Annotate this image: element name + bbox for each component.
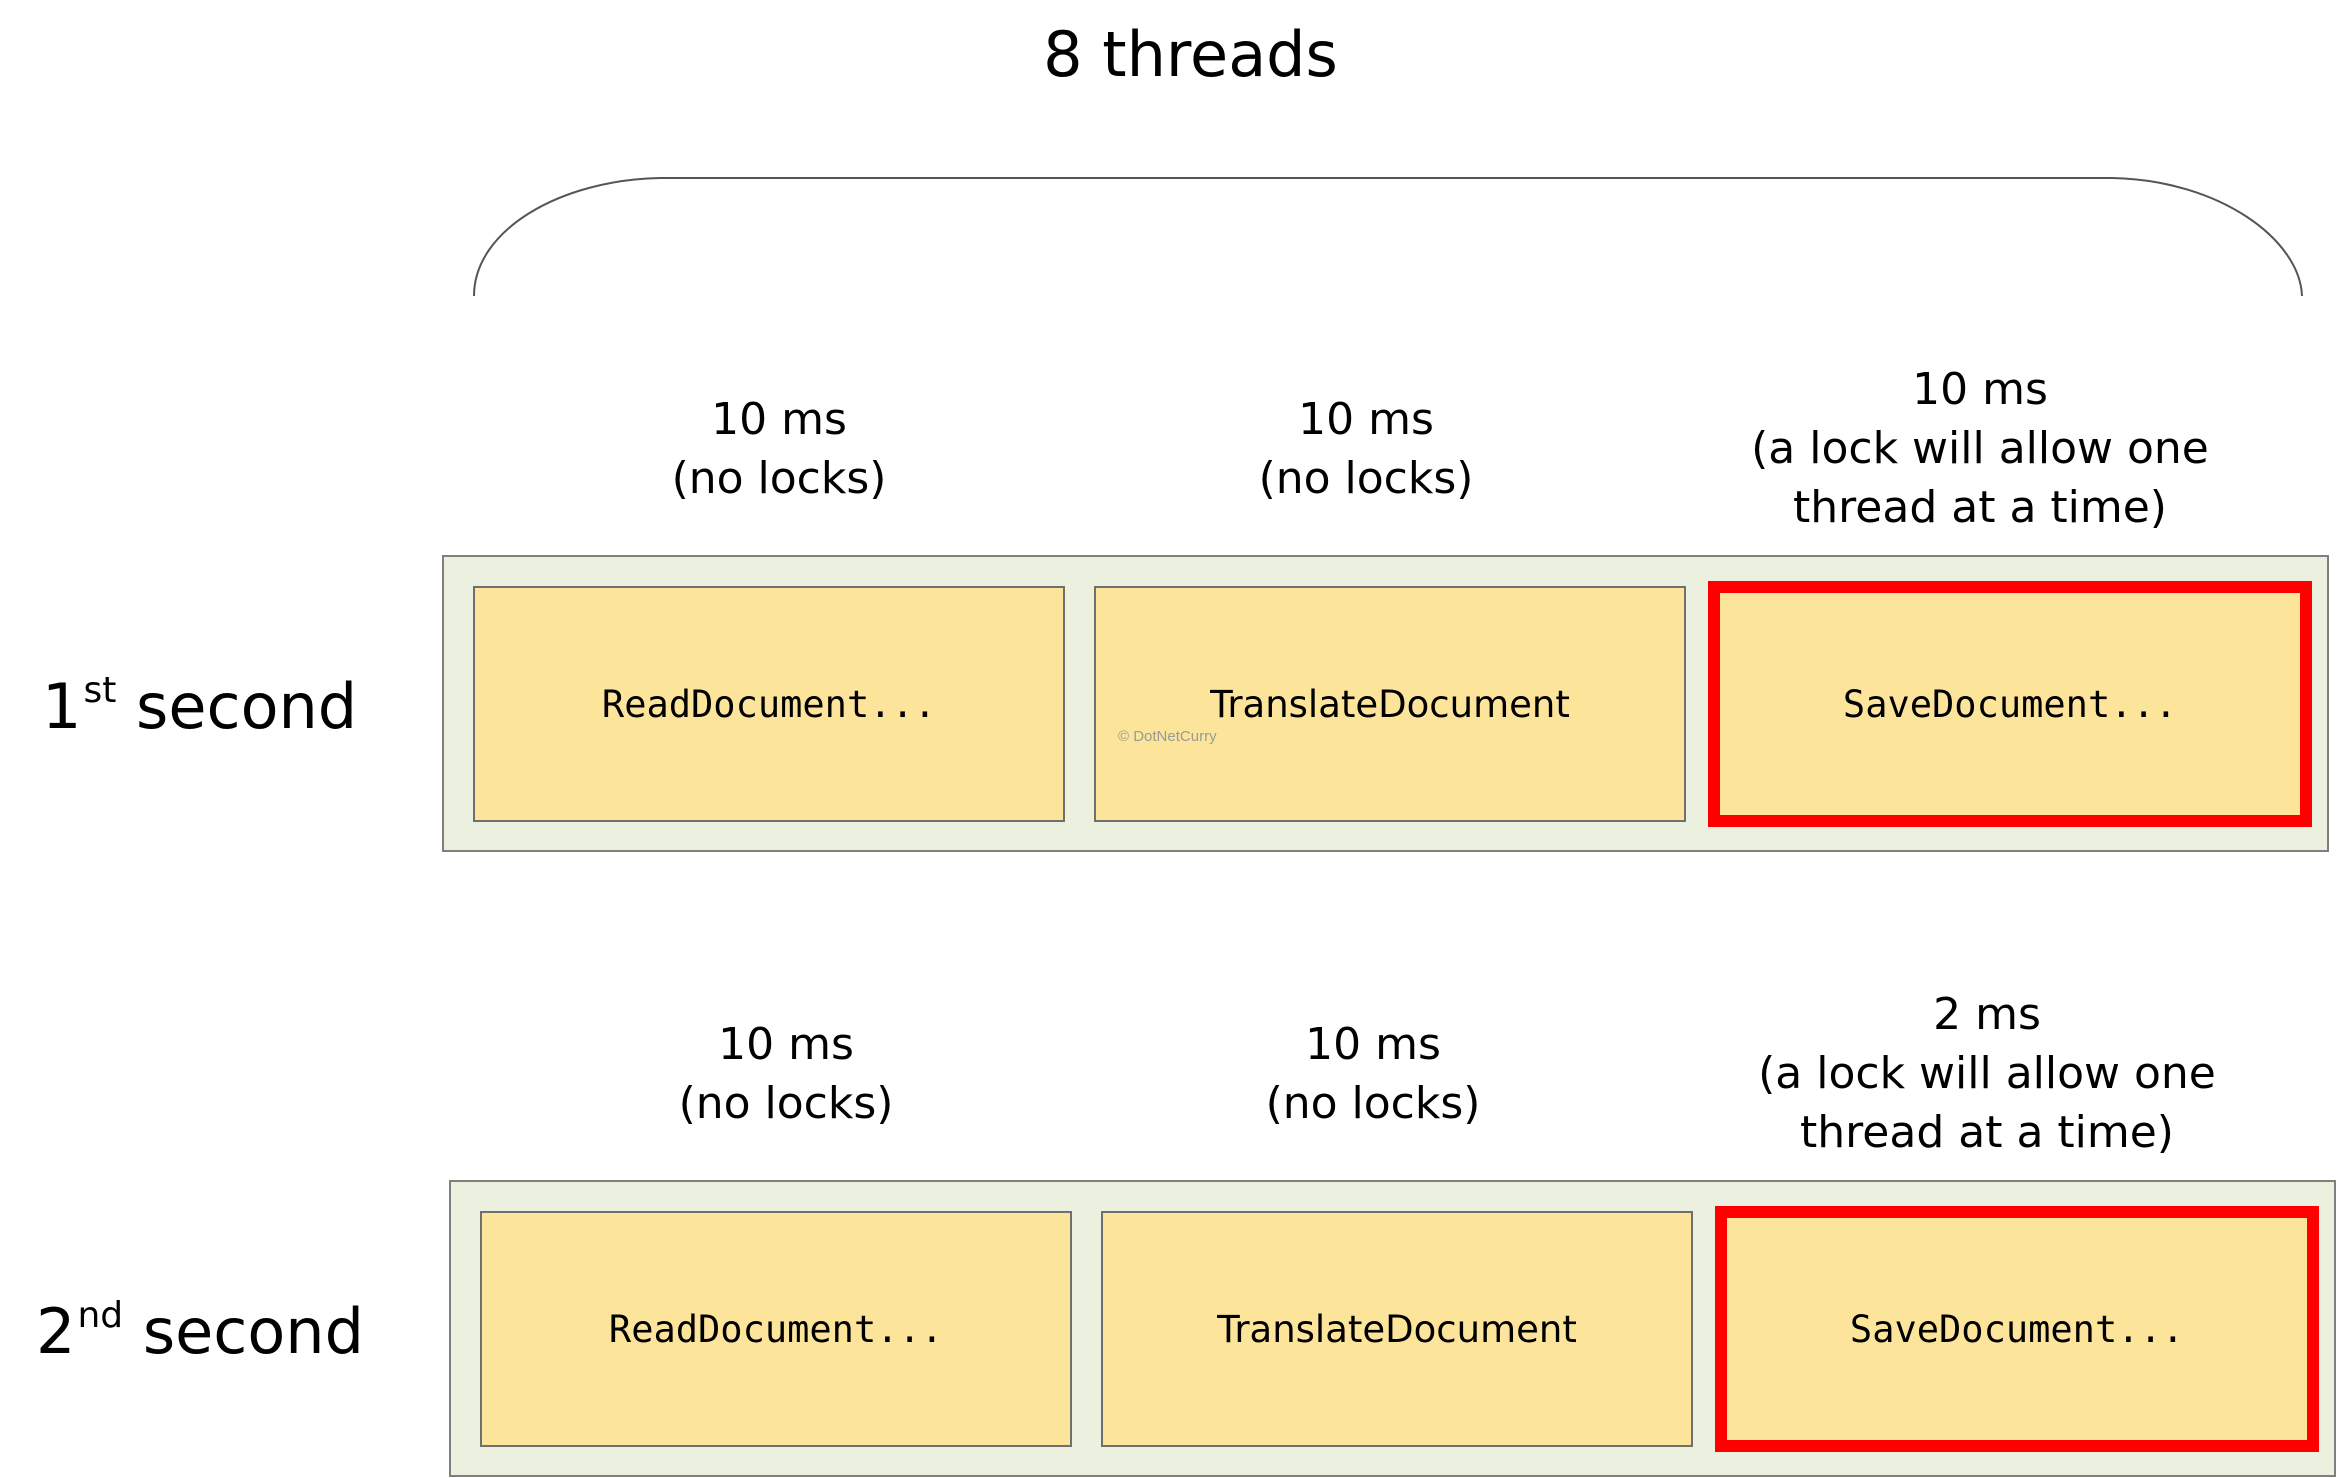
- pipeline-row-first-second: ReadDocument... TranslateDocument © DotN…: [442, 555, 2329, 852]
- timing-label-read-1: 10 ms (no locks): [671, 394, 887, 504]
- stage-name: TranslateDocument: [1217, 1307, 1577, 1351]
- stage-save-document-locked: SaveDocument...: [1708, 581, 2312, 827]
- stage-translate-document: TranslateDocument: [1101, 1211, 1693, 1447]
- stage-name: ReadDocument...: [601, 682, 937, 726]
- timing-label-read-2: 10 ms (no locks): [678, 1019, 894, 1129]
- stage-name: TranslateDocument: [1210, 682, 1570, 726]
- row-label-first-second: 1st second: [42, 670, 358, 743]
- stage-read-document: ReadDocument...: [480, 1211, 1072, 1447]
- timing-label-save-2: 2 ms (a lock will allow one thread at a …: [1758, 989, 2216, 1158]
- stage-name: SaveDocument...: [1849, 1307, 2185, 1351]
- timing-label-translate-2: 10 ms (no locks): [1265, 1019, 1481, 1129]
- timing-label-translate-1: 10 ms (no locks): [1258, 394, 1474, 504]
- stage-save-document-locked: SaveDocument...: [1715, 1206, 2319, 1452]
- stage-name: ReadDocument...: [608, 1307, 944, 1351]
- thread-span-brace: [473, 177, 2303, 297]
- row-label-second-second: 2nd second: [36, 1295, 364, 1368]
- pipeline-row-second-second: ReadDocument... TranslateDocument SaveDo…: [449, 1180, 2336, 1477]
- timing-label-save-1: 10 ms (a lock will allow one thread at a…: [1751, 364, 2209, 533]
- watermark: © DotNetCurry: [1118, 728, 1217, 745]
- stage-name: SaveDocument...: [1842, 682, 2178, 726]
- stage-translate-document: TranslateDocument © DotNetCurry: [1094, 586, 1686, 822]
- diagram-title: 8 threads: [1043, 18, 1338, 91]
- stage-read-document: ReadDocument...: [473, 586, 1065, 822]
